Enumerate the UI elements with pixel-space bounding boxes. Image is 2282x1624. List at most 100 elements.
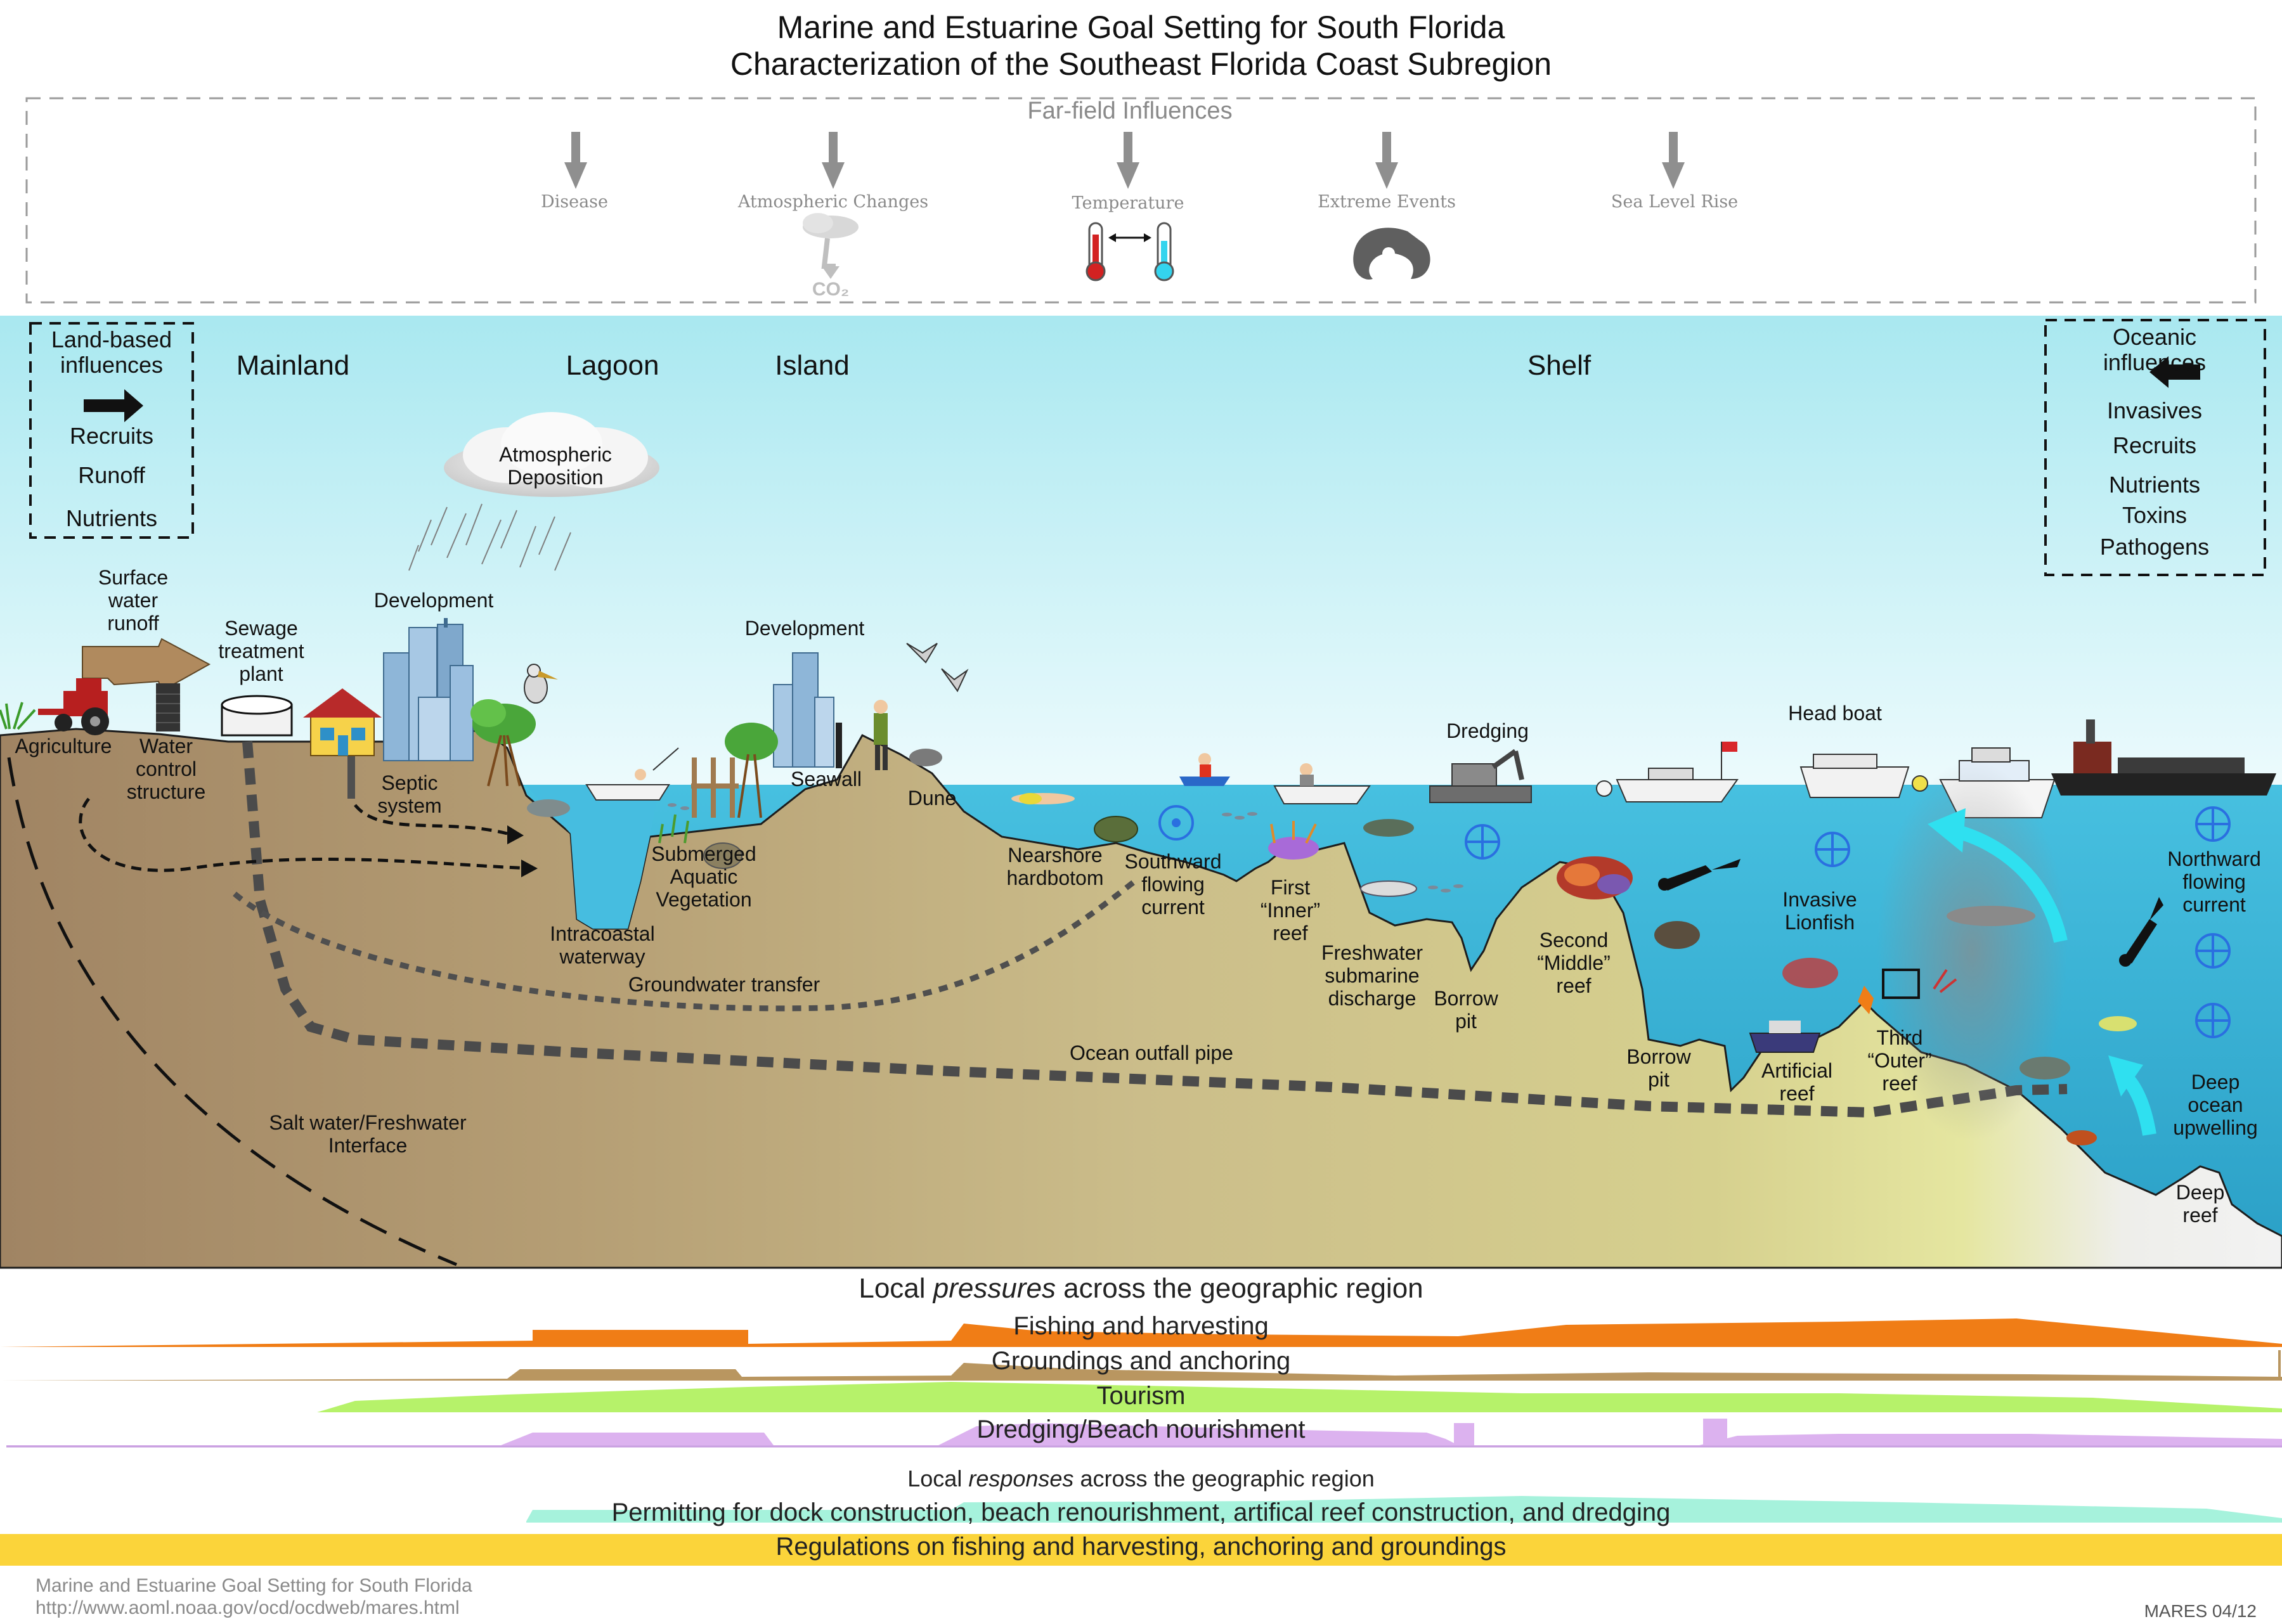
label-seawall: Seawall [790,768,862,790]
title-line-2: Characterization of the Southeast Florid… [730,46,1552,82]
label-sav: Submerged Aquatic Vegetation [651,842,756,911]
dive-boat-icon [1616,742,1739,802]
artificial-reef-icon [1749,1021,1821,1053]
pressure-band-dredging-spike-2 [1703,1419,1727,1446]
zone-mainland: Mainland [236,350,350,381]
label-second-reef: Second “Middle” reef [1537,929,1611,997]
far-field-heading: Far-field Influences [1027,98,1233,124]
manatee-icon [527,799,570,817]
fishing-boat-icon [1273,763,1371,804]
septic-flow-arrowhead [507,825,524,844]
tractor-icon [38,678,109,735]
beach-person-icon [874,700,942,770]
footer-code: MARES 04/12 [2144,1601,2257,1621]
land-based-box [29,322,194,539]
response-label-permitting: Permitting for dock construction, beach … [611,1498,1671,1526]
far-field-item-disease: Disease [540,192,609,212]
seagull-icons [906,643,969,692]
land-based-nutrients: Nutrients [65,505,158,531]
oceanic-recruits: Recruits [2112,432,2197,458]
ocean-outfall-pipe [242,741,2068,1118]
far-field-item-atmospheric: Atmospheric Changes [737,192,929,212]
label-southward-current: Southward flowing current [1124,850,1222,918]
label-deep-upwelling: Deep ocean upwelling [2173,1071,2258,1139]
label-head-boat: Head boat [1788,702,1882,725]
co2-label: CO₂ [812,279,850,300]
label-septic-system: Septic system [377,771,442,817]
footer-url-link[interactable]: http://www.aoml.noaa.gov/ocd/ocdweb/mare… [36,1597,460,1619]
upwelling-arrowhead [2108,1055,2143,1097]
responses-emphasis: responses [968,1466,1074,1492]
northward-current-arrowhead [1928,808,1966,853]
dredge-icon [1429,749,1532,803]
northward-current-arrow [1951,823,2068,943]
label-atmospheric-deposition: Atmospheric Deposition [499,443,612,489]
mangrove-icon [470,699,536,787]
current-symbols [1158,805,2231,1038]
title-line-1: Marine and Estuarine Goal Setting for So… [777,10,1505,45]
land-based-arrow-icon [84,389,143,422]
pressure-label-fishing: Fishing and harvesting [1013,1312,1269,1340]
outer-reef-icon [1858,969,1957,1014]
land-based-heading: Land-based influences [51,326,172,378]
oceanic-nutrients: Nutrients [2108,472,2201,498]
label-third-reef: Third “Outer” reef [1867,1026,1932,1095]
footer-credit: Marine and Estuarine Goal Setting for So… [36,1575,472,1620]
label-outfall-pipe: Ocean outfall pipe [1070,1041,1233,1064]
seawall-icon [836,723,842,768]
pressure-band-fishing [0,1318,2282,1347]
far-field-arrows [564,132,1685,189]
deposition-cloud-icon [408,412,659,571]
land-based-recruits: Recruits [69,423,154,449]
label-borrow-pit-1: Borrow pit [1434,987,1498,1033]
pelican-icon [524,664,558,704]
label-nearshore: Nearshore hardbotom [1006,844,1104,889]
pressures-heading: Local pressures across the geographic re… [859,1273,1423,1304]
label-first-reef: First “Inner” reef [1260,876,1321,944]
oceanic-heading: Oceanic influences [2103,324,2207,376]
crab-icon [2066,1130,2097,1145]
sea-turtle-icon [1094,816,1138,842]
lagoon-boat-icon [585,747,679,801]
sav-icon [658,814,742,869]
school-of-fish-icon [668,803,1463,893]
runoff-flow-arrowhead [521,860,538,877]
city-buildings-icon [383,618,474,761]
label-deep-reef: Deep reef [2175,1181,2225,1227]
far-field-cloud-icon [803,213,859,279]
pressure-band-dredging [6,1423,2282,1447]
zone-shelf: Shelf [1527,350,1592,381]
oceanic-toxins: Toxins [2122,502,2188,528]
head-boat-icon [1799,754,1910,798]
thermometer-icons [1086,222,1174,281]
pressure-band-groundings [0,1363,2282,1381]
dock-icon [691,757,739,818]
label-dune: Dune [907,787,957,809]
label-sewage-plant: Sewage treatment plant [218,617,304,685]
response-band-regulations [0,1534,2282,1566]
far-field-item-sea-level: Sea Level Rise [1611,192,1739,212]
page-title: Marine and Estuarine Goal Setting for So… [0,9,2282,82]
label-artificial-reef: Artificial reef [1761,1059,1833,1105]
island-tree-icon [725,723,778,818]
cargo-ship-icon [2051,719,2276,796]
label-development-mainland: Development [373,589,494,612]
water-control-structure-icon [156,683,180,731]
zone-island: Island [775,350,850,381]
pressure-label-dredging: Dredging/Beach nourishment [976,1415,1306,1443]
pressures-emphasis: pressures [933,1273,1056,1304]
land-based-runoff: Runoff [78,462,145,488]
far-field-item-temperature: Temperature [1072,193,1184,213]
oceanic-invasives: Invasives [2106,397,2203,423]
swimmer-icon [1011,793,1075,804]
smoke-plume [1877,761,2067,1141]
agriculture-plant-icon [0,702,36,730]
jet-ski-icon [1179,753,1230,786]
septic-pipe [347,754,355,799]
label-surface-runoff: Surface water runoff [98,566,169,635]
groundwater-transfer-line [233,879,1137,1012]
label-northward-current: Northward flowing current [2167,847,2261,916]
label-agriculture: Agriculture [15,735,112,757]
sewage-plant-icon [221,695,293,737]
